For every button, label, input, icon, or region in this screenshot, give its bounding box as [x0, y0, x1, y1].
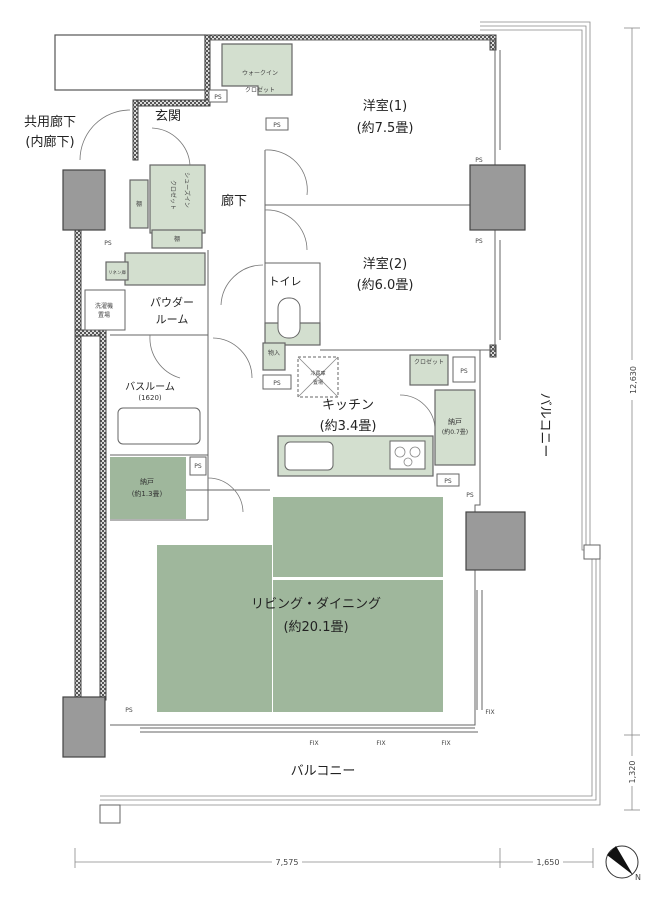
fix-label: FIX — [376, 740, 385, 747]
linen-label: リネン庫 — [108, 269, 126, 276]
fridge-label: 冷蔵庫 — [310, 370, 325, 377]
kitchen-label: キッチン — [322, 398, 374, 413]
depth-balcony-dimension: 1,320 — [628, 761, 637, 784]
washer-label: 洗濯機 — [95, 302, 113, 310]
western-room-2-size: (約6.0畳) — [357, 278, 414, 293]
western-room-1-size: (約7.5畳) — [357, 121, 414, 136]
fix-label: FIX — [485, 709, 494, 716]
entrance-label: 玄関 — [155, 109, 181, 124]
sink — [284, 441, 334, 471]
corridor-block — [54, 34, 206, 91]
living-dining-label: リビング・ダイニング — [251, 597, 381, 612]
western-room-1-label: 洋室(1) — [363, 98, 407, 114]
column — [465, 511, 526, 571]
closet-storage — [262, 342, 286, 371]
column — [469, 164, 526, 231]
shelf — [151, 229, 203, 249]
width-balcony-dimension: 1,650 — [537, 858, 560, 867]
storage-large-label: 納戸 — [140, 477, 154, 486]
svg-text:PS: PS — [273, 380, 281, 387]
shoes-in-closet-label: クロゼット — [169, 180, 177, 210]
toilet-label: トイレ — [269, 275, 302, 288]
living-floor-area — [273, 580, 443, 712]
svg-text:PS: PS — [273, 122, 281, 129]
storage-large-area — [110, 457, 186, 519]
fix-label: FIX — [309, 740, 318, 747]
svg-text:N: N — [635, 873, 641, 882]
washer-label: 置場 — [98, 311, 110, 319]
common-corridor-label: 共用廊下 — [24, 114, 76, 130]
dimension-lines — [74, 27, 640, 868]
shelf — [129, 179, 149, 229]
width-main-dimension: 7,575 — [276, 858, 299, 867]
washer-space — [84, 289, 126, 331]
pipe-spaces: PS PS PS PS PS PS PS PS PS PS PS — [104, 89, 483, 714]
walk-in-closet — [221, 43, 293, 96]
closet-label: クロゼット — [414, 358, 444, 366]
balcony-outline — [99, 21, 601, 824]
storage-large-size: (約1.3畳) — [132, 489, 163, 498]
column — [62, 169, 106, 231]
exterior-walls — [74, 34, 497, 701]
common-corridor-sub: (内廊下) — [25, 134, 74, 150]
balcony-bottom-label: バルコニー — [291, 764, 356, 779]
bathroom-size: (1620) — [138, 394, 162, 402]
shelf-label: 棚 — [174, 235, 180, 243]
bathtub — [117, 407, 201, 445]
closet-storage-label: 物入 — [268, 349, 280, 357]
bathroom-label: バスルーム — [125, 381, 175, 393]
shoes-in-closet — [149, 164, 206, 234]
storage-small — [434, 389, 476, 466]
svg-text:PS: PS — [466, 492, 474, 499]
powder-room-label: パウダー — [150, 295, 194, 309]
svg-text:PS: PS — [214, 94, 222, 101]
western-room-2-label: 洋室(2) — [363, 256, 407, 272]
powder-room-label: ルーム — [156, 313, 189, 326]
hallway-label: 廊下 — [221, 193, 247, 209]
storage-small-label: 納戸 — [448, 417, 462, 426]
linen-area — [124, 252, 206, 286]
interior-walls — [110, 39, 501, 733]
closet — [409, 354, 449, 386]
walk-in-closet-label: クロゼット — [245, 86, 275, 94]
fridge-label: 置場 — [313, 379, 323, 386]
dining-floor-area — [273, 497, 443, 577]
living-dining-size: (約20.1畳) — [283, 620, 348, 635]
depth-main-dimension: 12,630 — [629, 366, 638, 394]
doors — [79, 109, 436, 513]
north-compass-icon: N — [605, 845, 641, 882]
kitchen-size: (約3.4畳) — [320, 419, 377, 434]
svg-text:PS: PS — [475, 157, 483, 164]
svg-text:PS: PS — [444, 478, 452, 485]
balcony-side-label: バルコニー — [537, 393, 552, 458]
svg-text:PS: PS — [194, 463, 202, 470]
storage-small-size: (約0.7畳) — [442, 428, 468, 436]
svg-text:PS: PS — [460, 368, 468, 375]
stove — [389, 440, 426, 470]
svg-text:PS: PS — [475, 238, 483, 245]
svg-text:PS: PS — [125, 707, 133, 714]
toilet-bowl — [277, 297, 301, 339]
walk-in-closet-label: ウォークイン — [242, 69, 278, 77]
svg-text:PS: PS — [104, 240, 112, 247]
linen-closet — [105, 261, 129, 281]
shelf-label: 棚 — [136, 200, 142, 208]
fix-label: FIX — [441, 740, 450, 747]
living-floor-area — [157, 545, 272, 712]
shoes-in-closet-label: シューズイン — [183, 172, 191, 208]
column — [62, 696, 106, 758]
